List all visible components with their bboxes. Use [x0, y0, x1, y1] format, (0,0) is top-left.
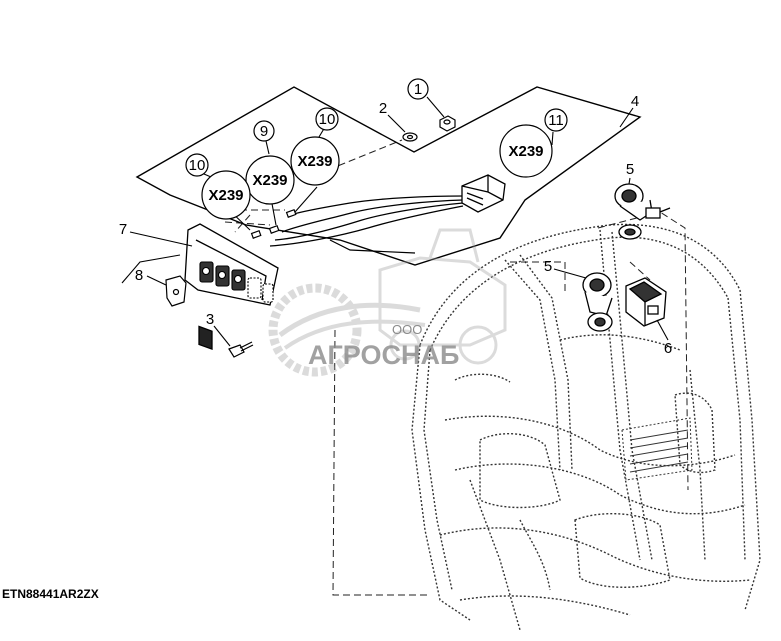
connector-label-middle: X239 [252, 172, 287, 189]
switch-panel-buttons [199, 261, 274, 303]
callout-6-label: 6 [664, 340, 672, 357]
part-6-switch [625, 277, 667, 327]
callout-5-lower-label: 5 [544, 258, 552, 275]
callout-8-label: 8 [135, 267, 143, 284]
callout-3: 3 [206, 311, 214, 328]
callout-1-label: 1 [414, 81, 422, 98]
callout-10-right-label: 10 [319, 111, 336, 128]
callout-10-left: 10 [185, 153, 209, 177]
part-5-socket-lower [582, 272, 613, 332]
plane-step-lines [329, 239, 416, 254]
harness-plane [135, 86, 642, 266]
callout-7: 7 [119, 221, 127, 238]
callout-4: 4 [631, 93, 639, 110]
harness-connector [461, 174, 506, 213]
connector-bubble-top: X239 [290, 136, 340, 186]
part-5-socket-upper [614, 183, 671, 240]
callout-5-upper-label: 5 [626, 161, 634, 178]
callout-11-label: 11 [548, 112, 564, 129]
wiring-harness [269, 195, 464, 247]
connector-bubble-middle: X239 [245, 155, 295, 205]
callout-2-label: 2 [379, 100, 387, 117]
callout-7-label: 7 [119, 221, 127, 238]
part-3-screw [228, 341, 254, 358]
connector-label-left: X239 [208, 187, 243, 204]
connector-bubble-harness: X239 [499, 124, 553, 178]
figure-code: ETN88441AR2ZX [2, 587, 99, 601]
callout-8: 8 [135, 267, 143, 284]
callout-1: 1 [407, 78, 429, 100]
callout-3-label: 3 [206, 311, 214, 328]
harness-terminals [250, 208, 297, 239]
callout-10-left-label: 10 [189, 157, 206, 174]
callout-9-label: 9 [260, 123, 268, 140]
part-8-bracket [165, 275, 187, 307]
callout-5-lower: 5 [544, 258, 552, 275]
callout-6: 6 [664, 340, 672, 357]
callout-11: 11 [544, 108, 568, 132]
connector-bubble-left: X239 [201, 170, 251, 220]
cab-hatch-panel [621, 417, 693, 481]
part-2-washer [402, 132, 418, 142]
cab-outline [411, 223, 761, 631]
connector-label-harness: X239 [508, 143, 543, 160]
part-1-nut [439, 115, 456, 132]
watermark [268, 228, 507, 377]
connector-label-top: X239 [297, 153, 332, 170]
callout-5-upper: 5 [626, 161, 634, 178]
watermark-small-text: ООО [392, 322, 422, 337]
callout-10-right: 10 [315, 107, 339, 131]
callout-4-label: 4 [631, 93, 639, 110]
callout-2: 2 [379, 100, 387, 117]
callout-9: 9 [253, 120, 275, 142]
watermark-brand-text: АГРОСНАБ [308, 340, 459, 370]
